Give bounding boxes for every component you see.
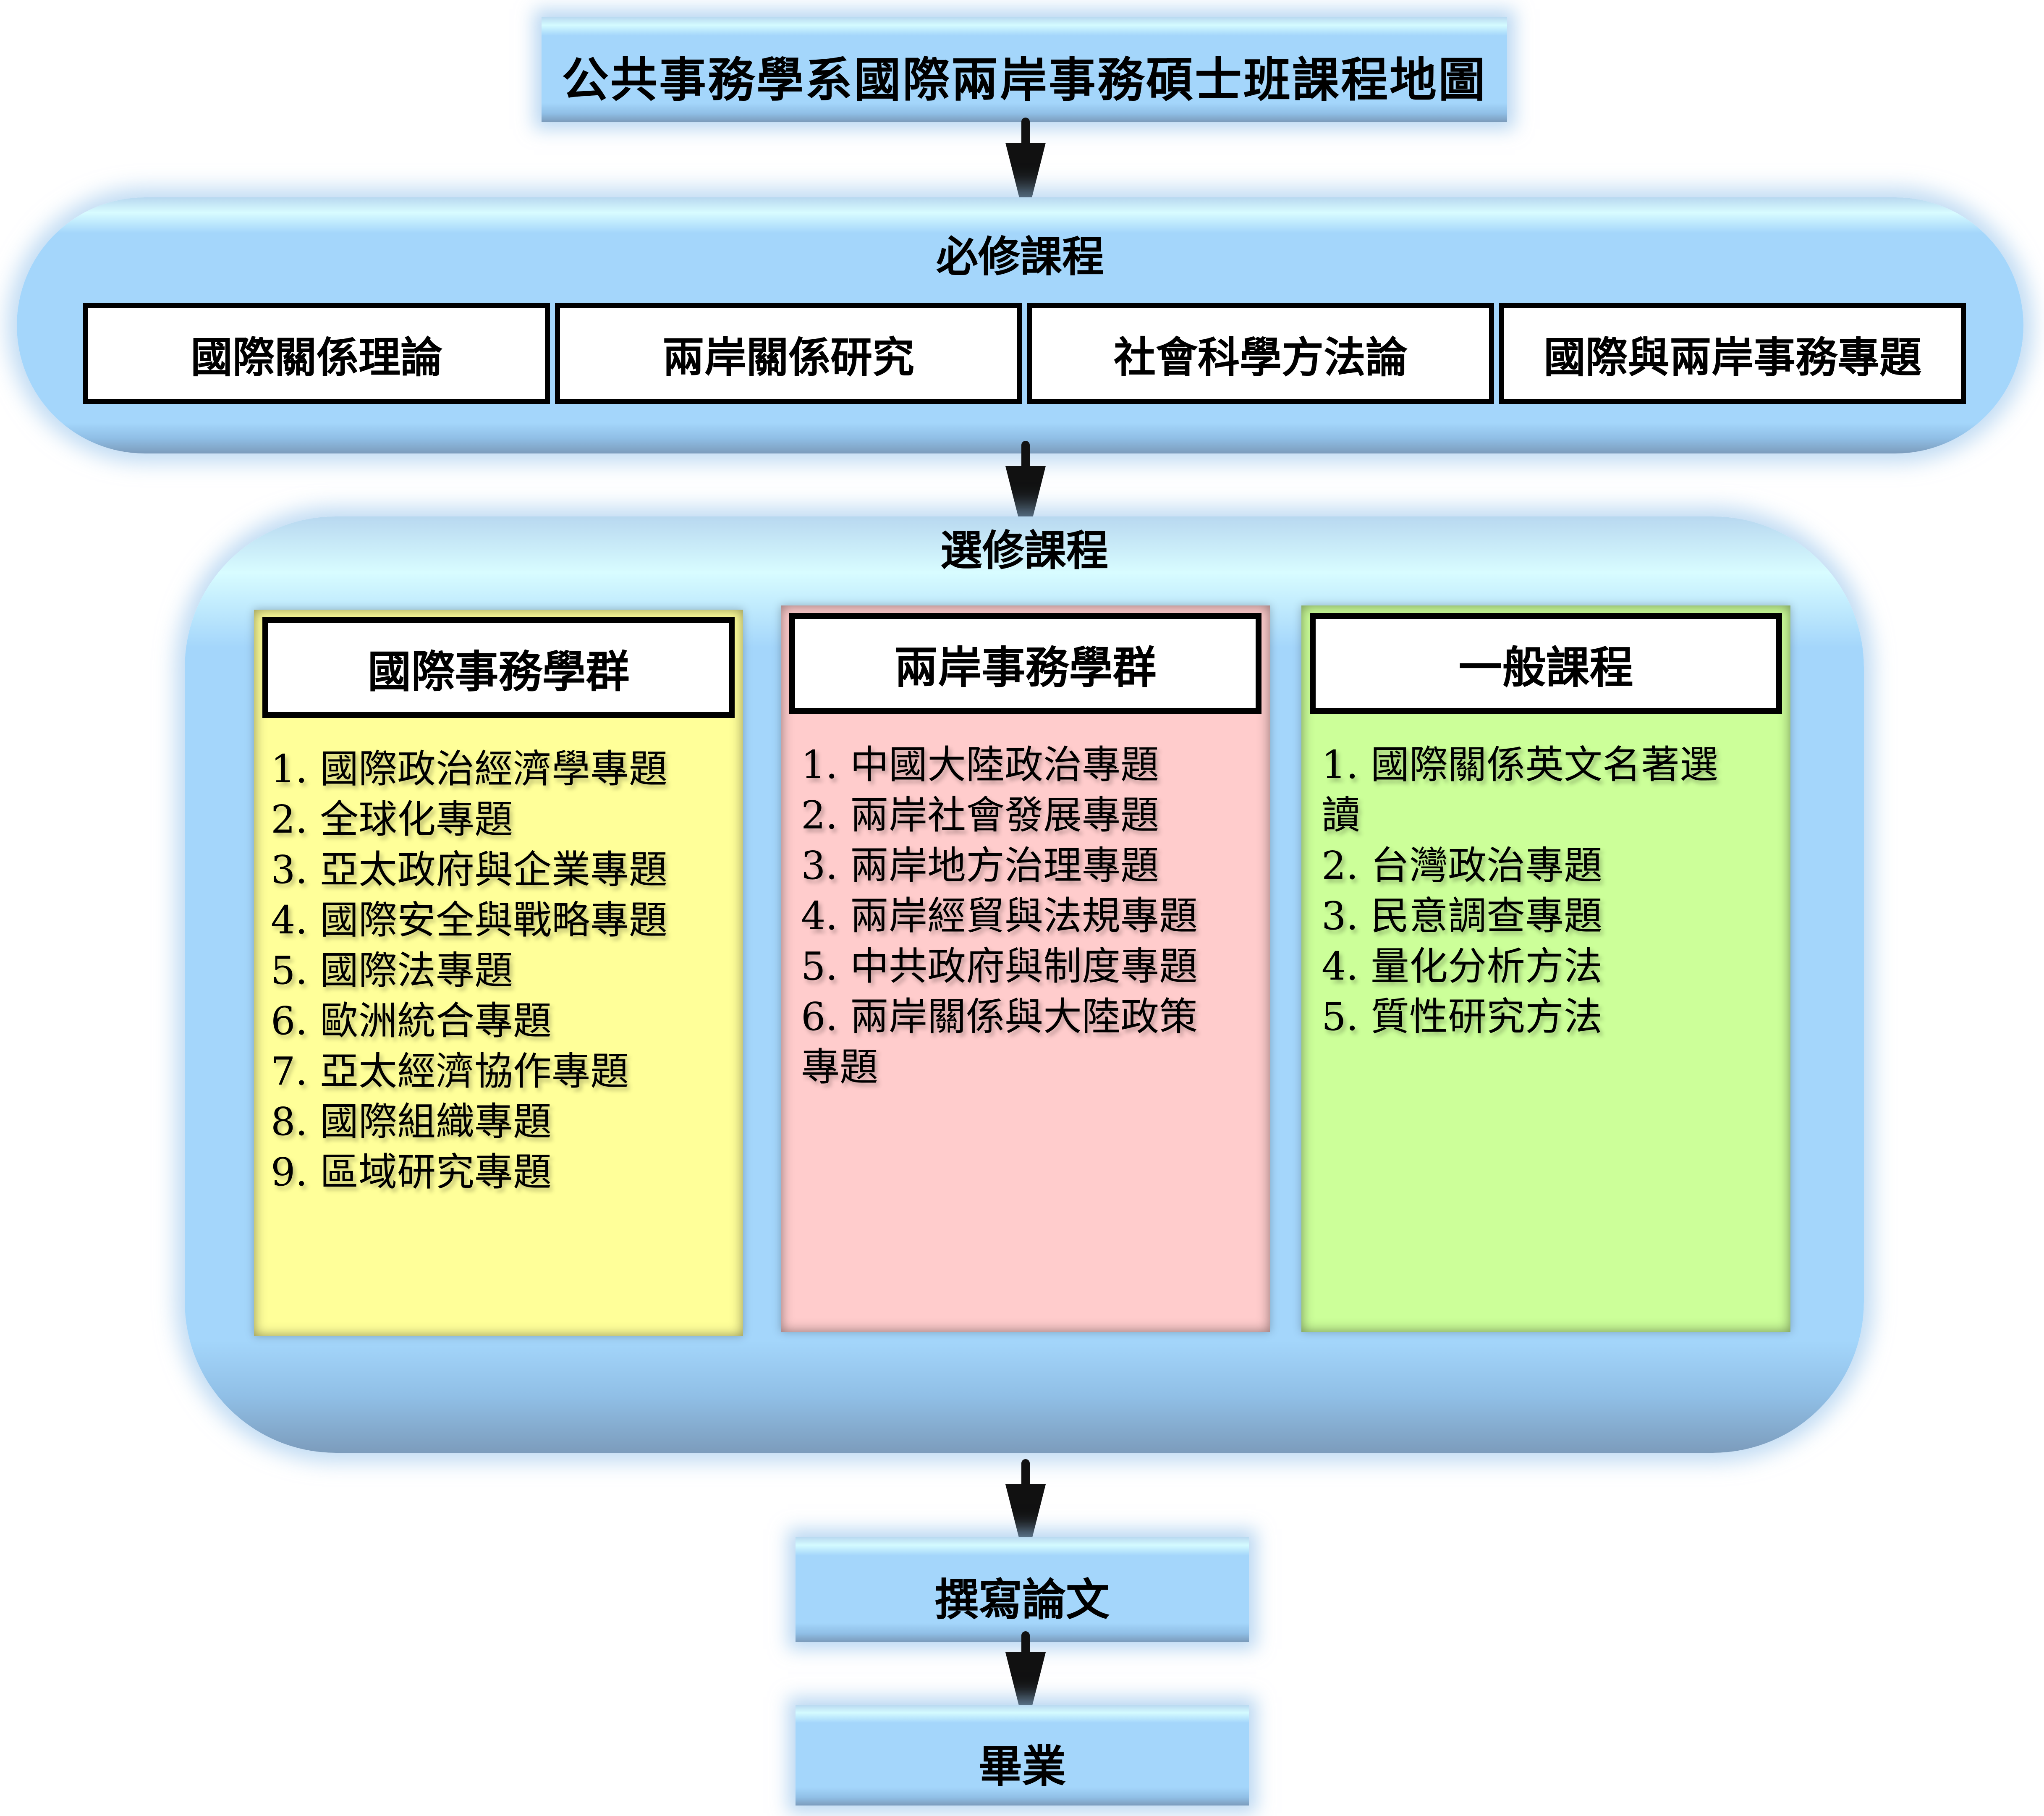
required-course-3: 社會科學方法論 [1027, 303, 1494, 404]
group-heading: 國際事務學群 [262, 617, 735, 718]
list-item: 6. 歐洲統合專題 [271, 998, 552, 1043]
list-item: 1. 國際政治經濟學專題 [271, 747, 668, 791]
required-course-2: 兩岸關係研究 [555, 303, 1022, 404]
list-item: 8. 國際組織專題 [271, 1099, 552, 1144]
course-list: 1. 國際政治經濟學專題 2. 全球化專題 3. 亞太政府與企業專題 4. 國際… [271, 744, 730, 1198]
thesis-box: 撰寫論文 [796, 1537, 1249, 1642]
list-item: 7. 亞太經濟協作專題 [271, 1049, 629, 1094]
list-item: 5. 中共政府與制度專題 [801, 944, 1198, 989]
group-heading: 兩岸事務學群 [789, 613, 1261, 714]
group-general: 一般課程 1. 國際關係英文名著選讀 2. 台灣政治專題 3. 民意調查專題 4… [1301, 605, 1790, 1332]
required-course-4: 國際與兩岸事務專題 [1499, 303, 1966, 404]
list-item: 1. 國際關係英文名著選讀 [1322, 742, 1719, 838]
list-item: 4. 兩岸經貿與法規專題 [801, 894, 1198, 938]
page-title: 公共事務學系國際兩岸事務碩士班課程地圖 [562, 52, 1487, 107]
list-item: 3. 亞太政府與企業專題 [271, 847, 668, 892]
list-item: 4. 國際安全與戰略專題 [271, 898, 668, 943]
list-item: 2. 台灣政治專題 [1322, 843, 1603, 888]
elective-heading: 選修課程 [940, 526, 1108, 575]
thesis-label: 撰寫論文 [934, 1574, 1110, 1625]
course-list: 1. 國際關係英文名著選讀 2. 台灣政治專題 3. 民意調查專題 4. 量化分… [1322, 740, 1753, 1042]
title-box: 公共事務學系國際兩岸事務碩士班課程地圖 [542, 17, 1507, 122]
list-item: 3. 民意調查專題 [1322, 894, 1603, 938]
group-international: 國際事務學群 1. 國際政治經濟學專題 2. 全球化專題 3. 亞太政府與企業專… [254, 610, 743, 1336]
graduation-label: 畢業 [978, 1740, 1066, 1792]
list-item: 5. 國際法專題 [271, 948, 513, 993]
list-item: 4. 量化分析方法 [1322, 944, 1603, 989]
list-item: 9. 區域研究專題 [271, 1150, 552, 1195]
course-list: 1. 中國大陸政治專題 2. 兩岸社會發展專題 3. 兩岸地方治理專題 4. 兩… [801, 740, 1236, 1093]
list-item: 2. 兩岸社會發展專題 [801, 793, 1159, 838]
group-cross-strait: 兩岸事務學群 1. 中國大陸政治專題 2. 兩岸社會發展專題 3. 兩岸地方治理… [781, 605, 1270, 1332]
list-item: 1. 中國大陸政治專題 [801, 742, 1159, 787]
list-item: 3. 兩岸地方治理專題 [801, 843, 1159, 888]
graduation-box: 畢業 [796, 1705, 1249, 1806]
required-heading: 必修課程 [936, 232, 1104, 281]
list-item: 6. 兩岸關係與大陸政策專題 [801, 994, 1198, 1090]
list-item: 5. 質性研究方法 [1322, 994, 1603, 1039]
required-course-1: 國際關係理論 [83, 303, 550, 404]
group-heading: 一般課程 [1310, 613, 1782, 714]
list-item: 2. 全球化專題 [271, 797, 513, 842]
